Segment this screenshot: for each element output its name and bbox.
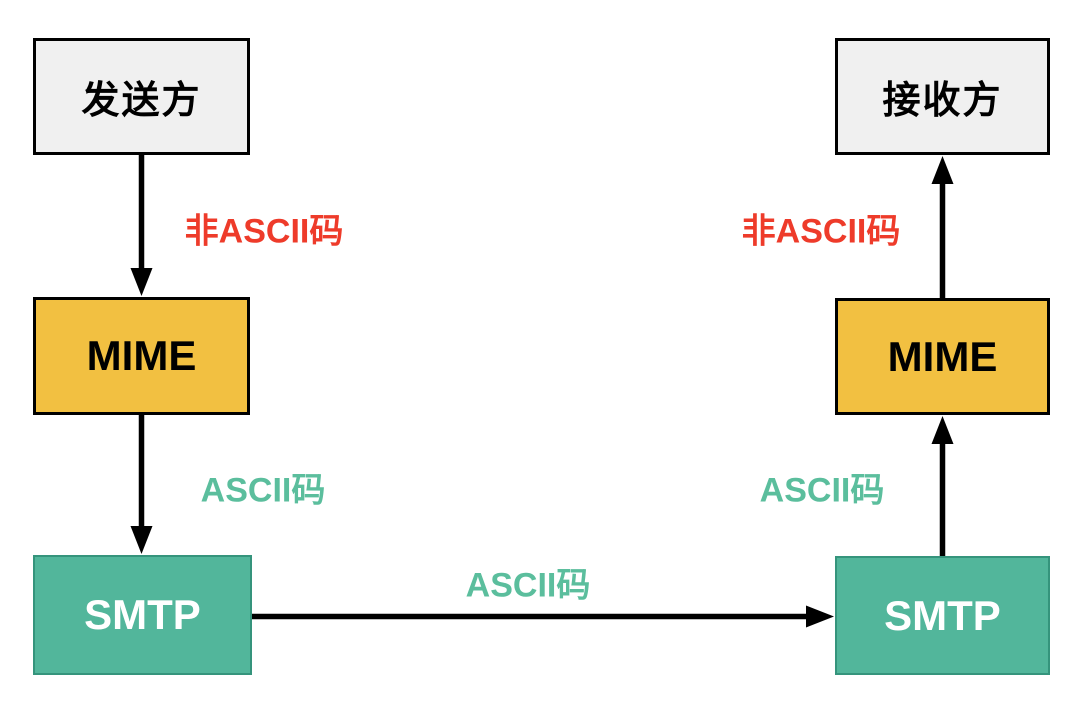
node-mime-left-label: MIME: [86, 332, 197, 379]
node-smtp-receiver-side: SMTP: [835, 556, 1050, 675]
arrow-sender-to-mime-left: [130, 155, 153, 296]
arrow-mime-right-to-receiver: [931, 156, 954, 298]
arrow-mime-left-to-smtp-left: [130, 415, 153, 554]
node-smtp-left-label: SMTP: [84, 591, 201, 638]
node-sender-label: 发送方: [81, 80, 202, 122]
node-smtp-sender-side: SMTP: [33, 555, 252, 675]
arrow-smtp-left-to-smtp-right: [252, 605, 834, 628]
edge-label-ascii-right: ASCII码: [759, 471, 885, 510]
node-mime-receiver-side: MIME: [835, 298, 1050, 415]
node-sender: 发送方: [33, 38, 250, 155]
node-mime-right-label: MIME: [887, 332, 998, 380]
edge-label-ascii-left: ASCII码: [200, 471, 326, 510]
arrow-smtp-right-to-mime-right: [931, 416, 954, 556]
edge-label-non-ascii-right: 非ASCII码: [741, 212, 901, 251]
node-receiver-label: 接收方: [882, 80, 1003, 122]
node-receiver: 接收方: [835, 38, 1050, 155]
edge-label-ascii-middle: ASCII码: [465, 566, 591, 605]
node-mime-sender-side: MIME: [33, 297, 250, 415]
edge-label-non-ascii-left: 非ASCII码: [184, 212, 344, 251]
node-smtp-right-label: SMTP: [884, 591, 1001, 639]
